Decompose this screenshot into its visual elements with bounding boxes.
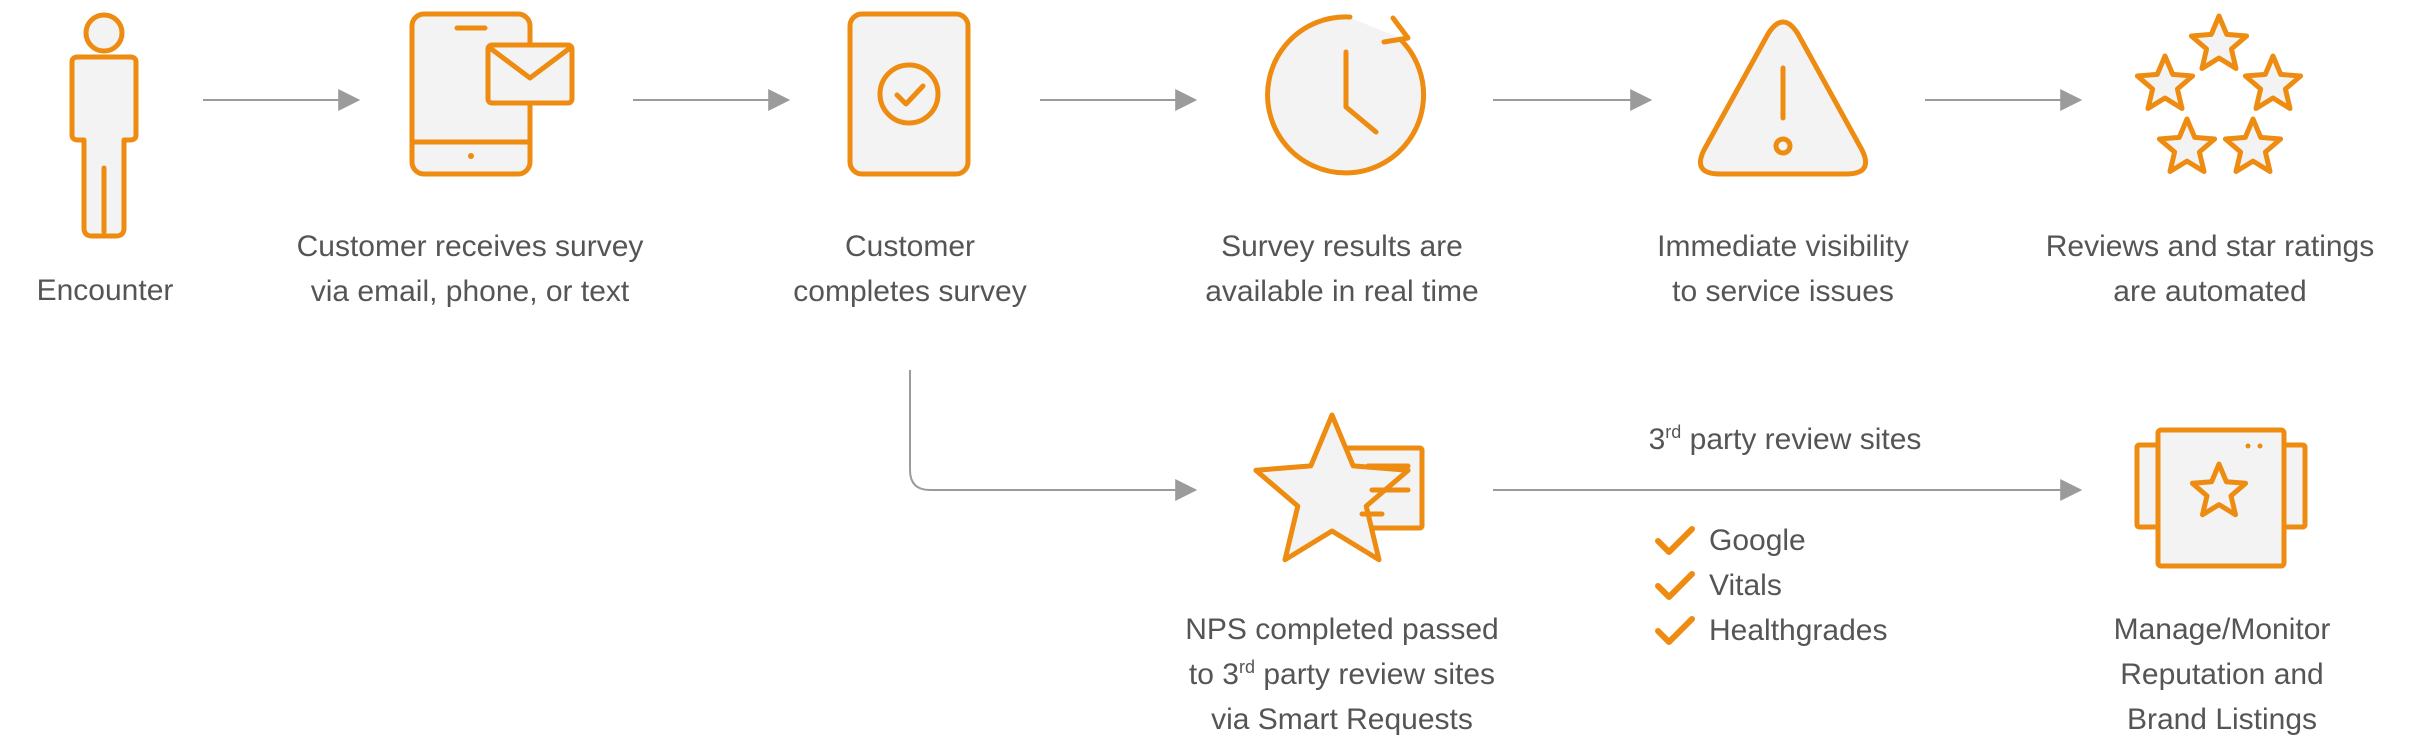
clipboard-check-icon	[847, 11, 971, 177]
review-site-vitals: Vitals	[1655, 566, 1782, 606]
stars-icon	[2134, 13, 2304, 174]
review-site-google: Google	[1655, 521, 1806, 561]
review-site-healthgrades: Healthgrades	[1655, 611, 1887, 651]
step-label-results-real-time: Survey results are available in real tim…	[1205, 230, 1479, 308]
check-icon	[1655, 571, 1695, 600]
tablet-email-icon	[409, 11, 575, 177]
warning-icon	[1698, 19, 1868, 177]
step-label-visibility: Immediate visibility to service issues	[1657, 230, 1909, 308]
browser-star-icon	[2134, 427, 2308, 569]
manage-label: Manage/Monitor Reputation and Brand List…	[2113, 613, 2331, 736]
check-icon	[1655, 616, 1695, 645]
star-message-icon	[1253, 412, 1425, 563]
arrow-branch	[909, 370, 1198, 501]
step-label-encounter: Encounter	[36, 274, 174, 307]
clock-icon	[1265, 14, 1427, 176]
review-sites-title: 3rd party review sites	[1648, 422, 1922, 456]
step-label-completes-survey: Customer completes survey	[793, 230, 1027, 308]
step-label-receives-survey: Customer receives survey via email, phon…	[296, 230, 644, 308]
step-label-reviews-automated: Reviews and star ratings are automated	[2045, 230, 2375, 308]
check-icon	[1655, 526, 1695, 555]
nps-label: NPS completed passed to 3rd party review…	[1185, 613, 1499, 736]
person-icon	[69, 12, 139, 239]
